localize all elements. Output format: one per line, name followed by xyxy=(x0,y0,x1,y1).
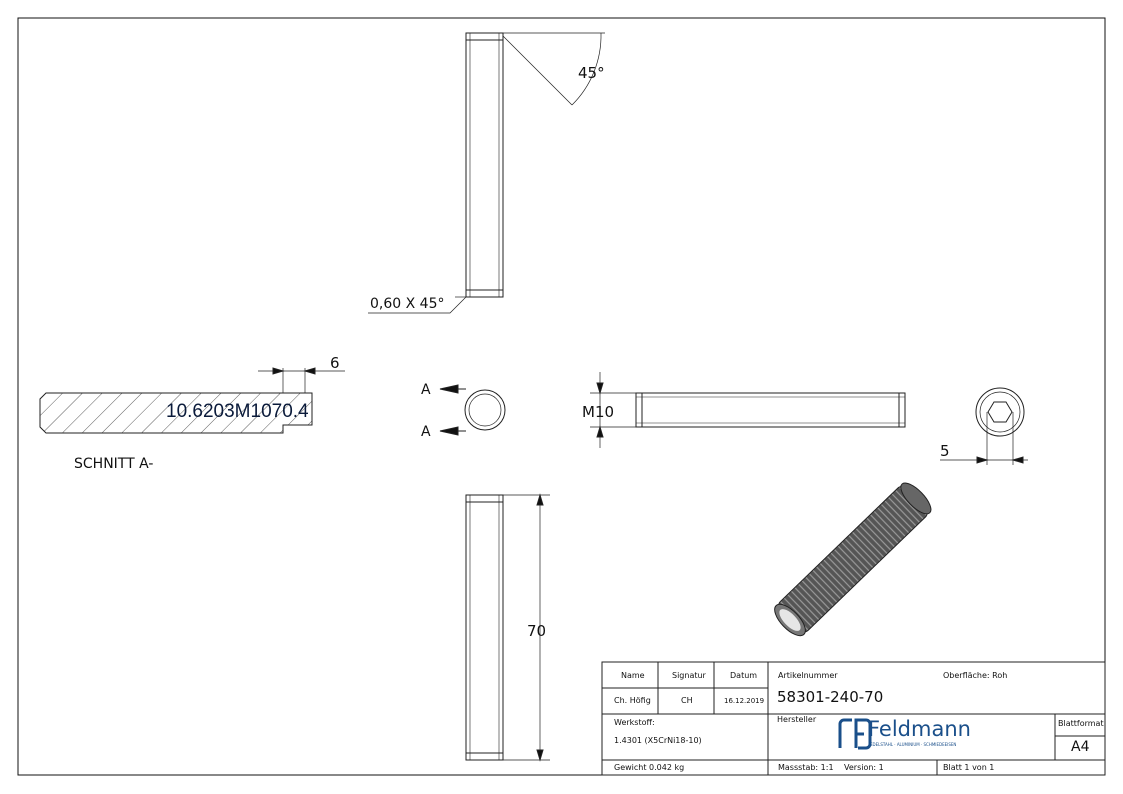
signatur-header: Signatur xyxy=(672,671,706,680)
datum-value: 16.12.2019 xyxy=(724,697,765,705)
section-overlay-text: 10.6203M1070.4 xyxy=(166,401,309,422)
blattformat-value: A4 xyxy=(1071,739,1090,755)
side-view xyxy=(590,372,906,448)
oberflaeche: Oberfläche: Roh xyxy=(943,671,1008,680)
artikelnummer-value: 58301-240-70 xyxy=(777,688,884,706)
end-view-left xyxy=(439,384,506,436)
gewicht: Gewicht 0.042 kg xyxy=(614,763,685,772)
isometric-view xyxy=(774,482,932,637)
section-arrow-label-top: A xyxy=(421,382,431,398)
signatur-value: CH xyxy=(681,696,693,705)
chamfer-angle-label: 45° xyxy=(578,64,605,82)
section-dim-6: 6 xyxy=(330,354,340,372)
artikelnummer-label: Artikelnummer xyxy=(778,671,838,680)
name-header: Name xyxy=(621,671,645,680)
blattformat-label: Blattformat xyxy=(1058,719,1104,728)
logo-text: Feldmann xyxy=(868,717,971,741)
werkstoff-label: Werkstoff: xyxy=(614,718,655,727)
blatt: Blatt 1 von 1 xyxy=(943,763,995,772)
massstab: Massstab: 1:1 xyxy=(778,763,834,772)
name-value: Ch. Höfig xyxy=(614,696,651,705)
title-block-grid xyxy=(601,661,1106,776)
section-label: SCHNITT A- xyxy=(74,456,153,472)
sheet-border xyxy=(17,17,1106,776)
end-view-right xyxy=(940,387,1028,465)
top-view xyxy=(368,32,605,314)
version: Version: 1 xyxy=(844,763,884,772)
bottom-view xyxy=(465,493,550,762)
hex-dim-5: 5 xyxy=(940,442,950,460)
feldmann-logo-icon xyxy=(838,718,872,750)
hersteller-label: Hersteller xyxy=(777,715,817,724)
thread-label: M10 xyxy=(582,403,614,421)
chamfer-callout: 0,60 X 45° xyxy=(370,296,444,312)
section-view xyxy=(39,367,345,434)
length-dim-70: 70 xyxy=(527,622,546,640)
section-arrow-label-bottom: A xyxy=(421,424,431,440)
datum-header: Datum xyxy=(730,671,758,680)
logo-tagline: EDELSTAHL · ALUMINIUM · SCHMIEDEEISEN xyxy=(870,742,957,747)
werkstoff-value: 1.4301 (X5CrNi18-10) xyxy=(614,736,702,745)
